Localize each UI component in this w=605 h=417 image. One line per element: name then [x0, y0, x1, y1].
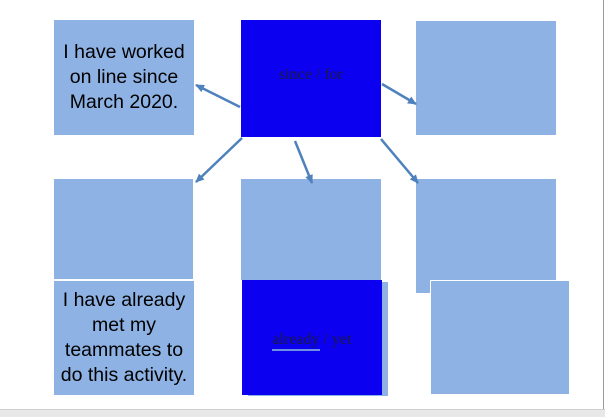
empty-box-top-right — [416, 21, 556, 135]
arrow-to-middle-right — [380, 138, 419, 184]
empty-box-middle-right — [416, 179, 556, 293]
example-box-already: I have already met my teammates to do th… — [54, 280, 194, 395]
example-box-since: I have worked on line since March 2020. — [54, 20, 194, 135]
keyword-label-already-yet: already / yet — [272, 330, 352, 351]
keyword-yet: yet — [331, 330, 352, 348]
empty-box-bottom-right — [430, 280, 570, 395]
arrow-to-top-left — [195, 83, 241, 109]
empty-box-middle-center — [241, 179, 381, 280]
example-text-since: I have worked on line since March 2020. — [63, 41, 185, 113]
arrow-to-middle-center — [293, 140, 314, 184]
keyword-separator: / — [319, 330, 332, 348]
keyword-box-already-yet: already / yet — [242, 280, 382, 395]
keyword-label-since-for: since / for — [279, 65, 343, 83]
empty-box-middle-left — [54, 179, 193, 279]
arrow-to-top-right — [381, 82, 417, 106]
keyword-box-since-for: since / for — [241, 20, 381, 137]
keyword-already: already — [272, 330, 320, 351]
arrow-to-middle-left — [195, 137, 243, 183]
example-text-already: I have already met my teammates to do th… — [60, 289, 188, 386]
bottom-scroll-bar — [0, 409, 605, 417]
slide-frame — [603, 0, 604, 409]
